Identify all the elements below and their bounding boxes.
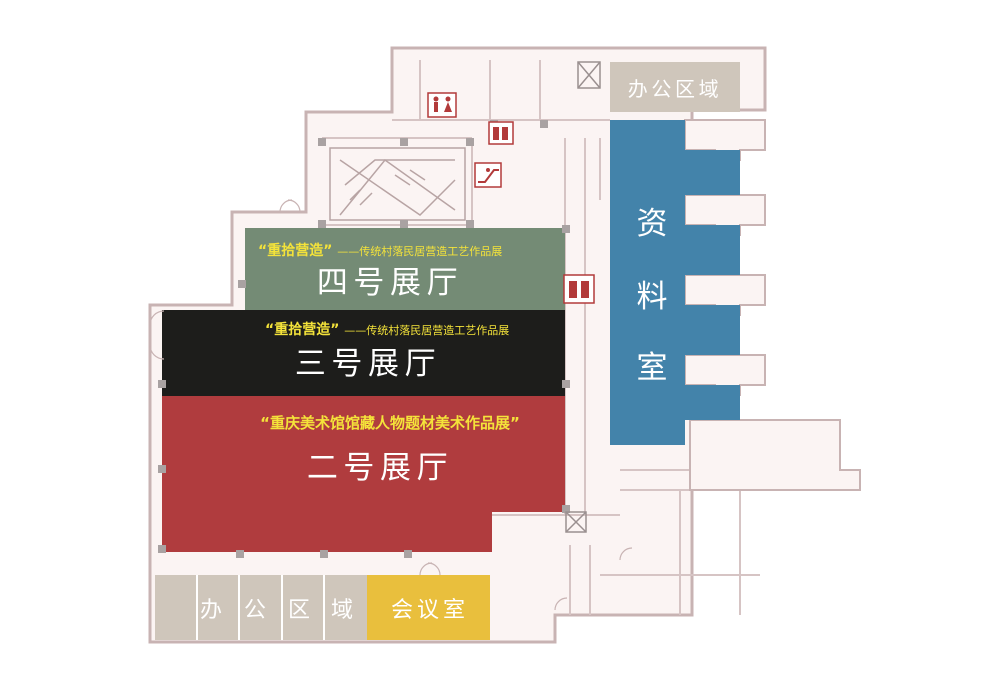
archive-room-char-3: 室 [637, 350, 668, 386]
hall-4[interactable]: “重拾营造” ——传统村落民居营造工艺作品展 四号展厅 [245, 228, 565, 310]
stairs-icon [329, 147, 466, 221]
elevator-icon [563, 274, 595, 304]
restroom-icon [427, 92, 457, 118]
archive-room[interactable]: 资 料 室 [610, 120, 740, 445]
office-area-bottom-char-3: 区 [288, 598, 310, 623]
elevator-icon [488, 121, 514, 145]
office-area-bottom: 办 公 区 域 [155, 575, 367, 640]
meeting-room[interactable]: 会议室 [367, 575, 490, 640]
office-area-bottom-char-1: 办 [200, 598, 222, 623]
svg-text:“重拾营造” ——传统村落民居营造工艺作品展: “重拾营造” ——传统村落民居营造工艺作品展 [258, 242, 502, 259]
office-area-top-label: 办公区域 [628, 77, 722, 101]
svg-text:“重拾营造” ——传统村落民居营造工艺作品展: “重拾营造” ——传统村落民居营造工艺作品展 [265, 321, 509, 338]
door-swings [149, 199, 633, 611]
inner-walls [322, 60, 860, 615]
office-area-bottom-char-4: 域 [331, 598, 353, 623]
hall-4-name: 四号展厅 [317, 265, 463, 301]
hall-3-name: 三号展厅 [295, 346, 441, 382]
office-area-top: 办公区域 [610, 62, 740, 112]
office-area-bottom-char-2: 公 [244, 598, 266, 623]
meeting-room-label: 会议室 [391, 598, 469, 623]
hall-3-exhibition-subtitle: ——传统村落民居营造工艺作品展 [344, 323, 509, 337]
escalator-icon [474, 162, 502, 188]
hall-3[interactable]: “重拾营造” ——传统村落民居营造工艺作品展 三号展厅 [162, 310, 565, 396]
hall-4-exhibition-title: “重拾营造” [258, 242, 332, 259]
archive-room-char-2: 料 [637, 279, 668, 315]
hall-2-name: 二号展厅 [307, 450, 453, 486]
hall-3-exhibition-title: “重拾营造” [265, 321, 339, 338]
hall-2-exhibition-title: “重庆美术馆馆藏人物题材美术作品展” [260, 414, 520, 432]
hall-4-exhibition-subtitle: ——传统村落民居营造工艺作品展 [337, 244, 502, 258]
archive-room-char-1: 资 [637, 206, 668, 242]
hall-2[interactable]: “重庆美术馆馆藏人物题材美术作品展” 二号展厅 [162, 396, 565, 552]
elevator-shafts [565, 61, 601, 533]
